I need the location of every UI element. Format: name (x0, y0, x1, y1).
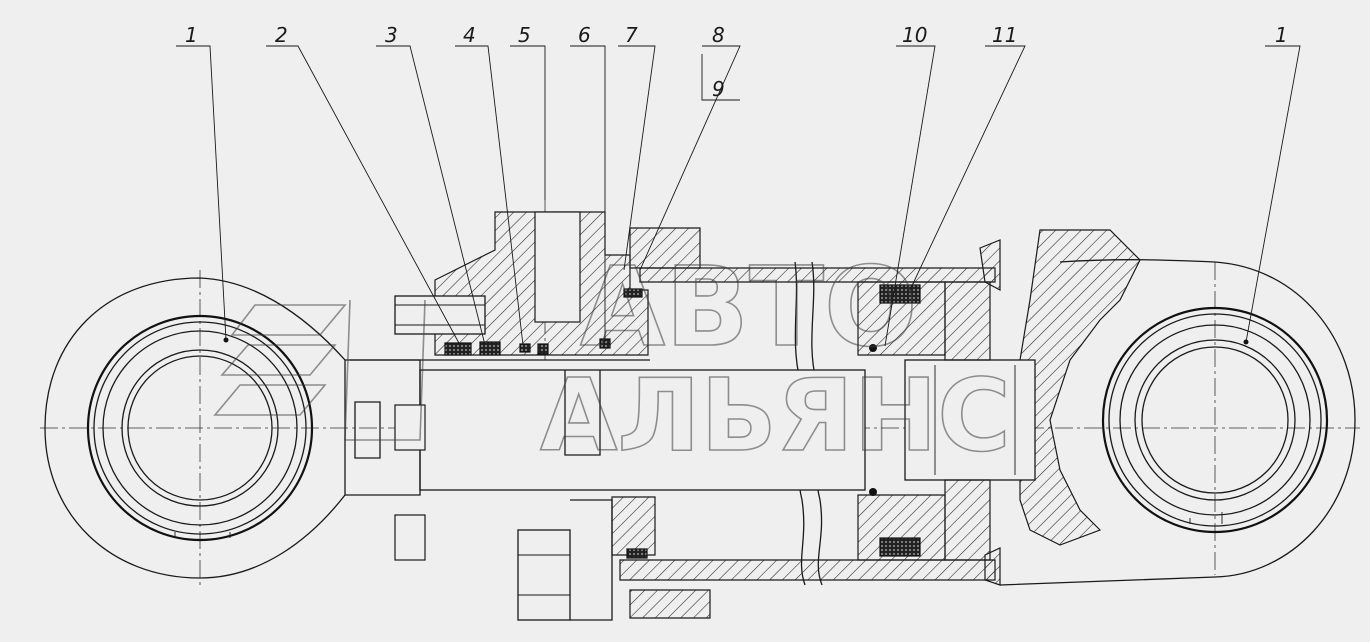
callout-5: 5 (518, 23, 531, 47)
piston (857, 281, 1036, 561)
left-eye (44, 277, 346, 579)
callout-3: 3 (385, 23, 398, 47)
callout-6: 6 (578, 23, 591, 47)
rod-and-end (344, 359, 866, 621)
callout-8: 8 (712, 23, 725, 47)
callout-2: 2 (275, 23, 288, 47)
callout-10: 10 (902, 23, 927, 47)
watermark: АВТО АЛЬЯНС (213, 242, 1012, 475)
watermark-line2: АЛЬЯНС (540, 357, 1011, 474)
callout-9: 9 (712, 77, 725, 101)
right-eye (999, 229, 1356, 586)
gland-assembly (350, 211, 701, 361)
callout-labels: 1 2 3 4 5 6 7 8 9 10 11 1 (185, 23, 1288, 101)
callout-4: 4 (463, 23, 476, 47)
leader-lines (176, 45, 1301, 347)
callout-11: 11 (992, 23, 1017, 47)
callout-1-left: 1 (185, 23, 198, 47)
watermark-line1: АВТО (580, 243, 918, 371)
callout-7: 7 (625, 23, 638, 47)
callout-1-right: 1 (1275, 23, 1288, 47)
